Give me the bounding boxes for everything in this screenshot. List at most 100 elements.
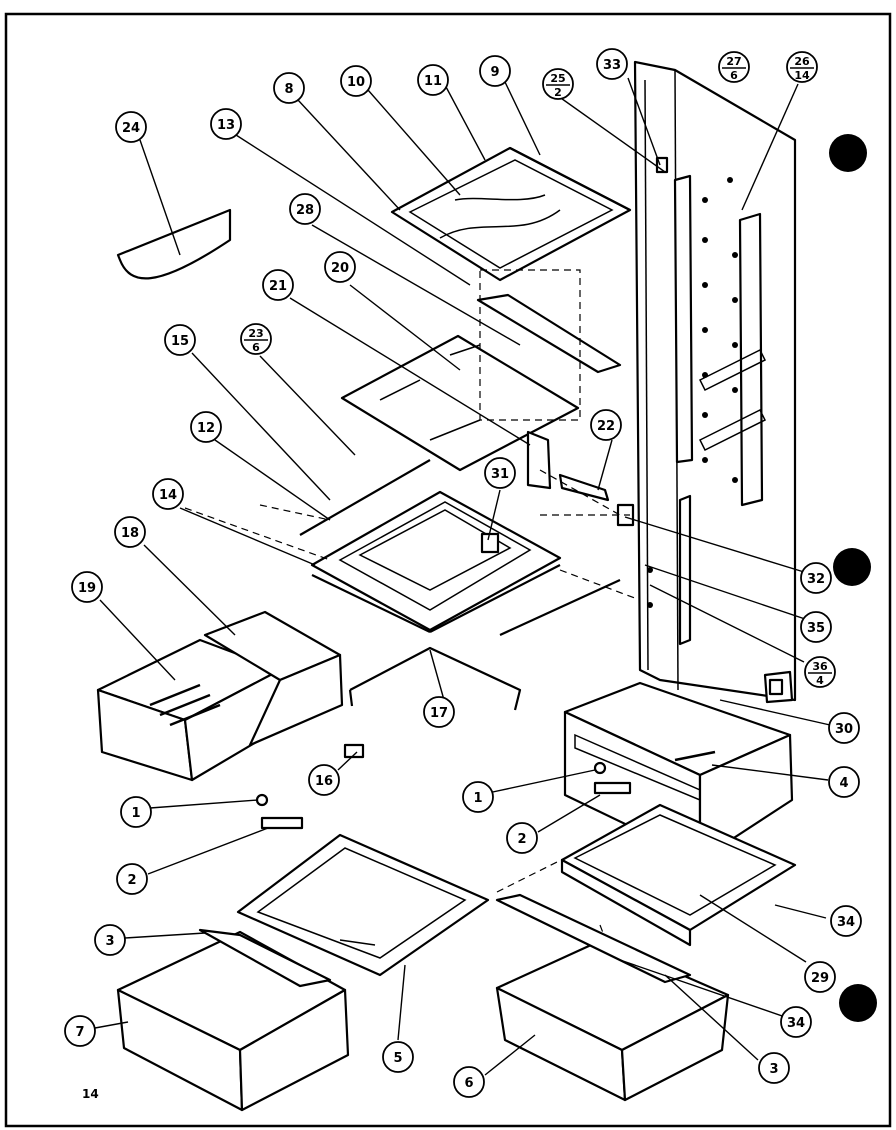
right-crisper-assembly <box>496 681 797 991</box>
callout-1-left: 1 <box>120 796 152 828</box>
svg-text:3: 3 <box>105 934 114 949</box>
svg-text:23: 23 <box>248 327 263 340</box>
svg-text:1: 1 <box>131 806 140 821</box>
svg-text:30: 30 <box>835 722 853 737</box>
svg-text:20: 20 <box>331 261 349 276</box>
callout-31: 31 <box>484 457 516 489</box>
svg-text:29: 29 <box>811 971 829 986</box>
svg-text:1: 1 <box>473 791 482 806</box>
svg-text:9: 9 <box>490 65 499 80</box>
callout-25-2: 25 2 <box>542 68 574 100</box>
registration-mark-middle <box>833 548 871 586</box>
callout-3-left: 3 <box>94 924 126 956</box>
callout-3-right: 3 <box>758 1052 790 1084</box>
callouts: 1 1 2 2 3 3 4 5 6 7 8 9 10 11 12 13 14 1… <box>64 48 862 1098</box>
wall-holes <box>647 177 738 608</box>
callout-4: 4 <box>828 766 860 798</box>
leader-lines <box>94 77 831 1076</box>
right-drawer-assembly <box>495 893 730 1102</box>
callout-29: 29 <box>804 961 836 993</box>
svg-text:36: 36 <box>812 660 828 673</box>
svg-text:3: 3 <box>769 1062 778 1077</box>
callout-10: 10 <box>340 65 372 97</box>
svg-text:24: 24 <box>122 121 140 136</box>
callout-18: 18 <box>114 516 146 548</box>
svg-text:14: 14 <box>159 488 177 503</box>
svg-text:10: 10 <box>347 75 365 90</box>
svg-text:19: 19 <box>78 581 96 596</box>
callout-20: 20 <box>324 251 356 283</box>
callout-34-upper: 34 <box>830 905 862 937</box>
registration-mark-top <box>829 134 867 172</box>
top-shelf-assembly <box>390 146 632 282</box>
svg-text:16: 16 <box>315 774 333 789</box>
callout-12: 12 <box>190 411 222 443</box>
svg-text:33: 33 <box>603 58 621 73</box>
svg-text:25: 25 <box>550 72 565 85</box>
svg-text:15: 15 <box>171 334 189 349</box>
crisper-support-rail <box>343 579 621 759</box>
svg-text:34: 34 <box>837 915 855 930</box>
svg-text:18: 18 <box>121 526 139 541</box>
callout-36-4: 36 4 <box>804 656 836 688</box>
callout-8: 8 <box>273 72 305 104</box>
svg-text:6: 6 <box>730 69 738 82</box>
svg-text:11: 11 <box>424 74 442 89</box>
svg-text:2: 2 <box>517 832 526 847</box>
left-crisper-assembly <box>116 833 490 1112</box>
callout-11: 11 <box>417 64 449 96</box>
part-24-cover <box>116 208 232 280</box>
svg-text:8: 8 <box>284 82 293 97</box>
svg-text:32: 32 <box>807 572 825 587</box>
svg-text:26: 26 <box>794 55 810 68</box>
page-number: 14 <box>82 1087 99 1101</box>
svg-text:6: 6 <box>252 341 260 354</box>
callout-7: 7 <box>64 1015 96 1047</box>
callout-19: 19 <box>71 571 103 603</box>
callout-14: 14 <box>152 478 184 510</box>
callout-1-right: 1 <box>462 781 494 813</box>
svg-text:7: 7 <box>75 1025 84 1040</box>
callout-15: 15 <box>164 324 196 356</box>
callout-28: 28 <box>289 193 321 225</box>
svg-text:31: 31 <box>491 467 509 482</box>
callout-2-left: 2 <box>116 863 148 895</box>
callout-24: 24 <box>115 111 147 143</box>
callout-17: 17 <box>423 696 455 728</box>
damper-bracket-assembly <box>526 430 635 527</box>
svg-text:4: 4 <box>816 674 824 687</box>
callout-16: 16 <box>308 764 340 796</box>
svg-text:28: 28 <box>296 203 314 218</box>
svg-text:35: 35 <box>807 621 825 636</box>
meat-drawer-assembly <box>96 610 344 782</box>
diagram-border <box>4 12 892 1128</box>
svg-text:21: 21 <box>269 279 287 294</box>
svg-text:14: 14 <box>794 69 810 82</box>
callout-13: 13 <box>210 108 242 140</box>
callout-5: 5 <box>382 1041 414 1073</box>
callout-9: 9 <box>479 55 511 87</box>
callout-22: 22 <box>590 409 622 441</box>
small-parts <box>116 156 784 830</box>
svg-text:5: 5 <box>393 1051 402 1066</box>
callout-34-lower: 34 <box>780 1006 812 1038</box>
svg-text:22: 22 <box>597 419 615 434</box>
svg-text:27: 27 <box>726 55 741 68</box>
center-frame-assembly <box>184 459 641 633</box>
callout-30: 30 <box>828 712 860 744</box>
svg-text:12: 12 <box>197 421 215 436</box>
svg-text:13: 13 <box>217 118 235 133</box>
svg-text:17: 17 <box>430 706 448 721</box>
callout-33: 33 <box>596 48 628 80</box>
svg-text:4: 4 <box>839 776 848 791</box>
registration-mark-bottom <box>839 984 877 1022</box>
callout-21: 21 <box>262 269 294 301</box>
svg-text:2: 2 <box>127 873 136 888</box>
callout-23-6: 23 6 <box>240 323 272 355</box>
cabinet-wall <box>633 60 797 704</box>
callout-2-right: 2 <box>506 822 538 854</box>
callout-26-14: 26 14 <box>786 51 818 83</box>
svg-text:2: 2 <box>554 86 562 99</box>
callout-32: 32 <box>800 562 832 594</box>
